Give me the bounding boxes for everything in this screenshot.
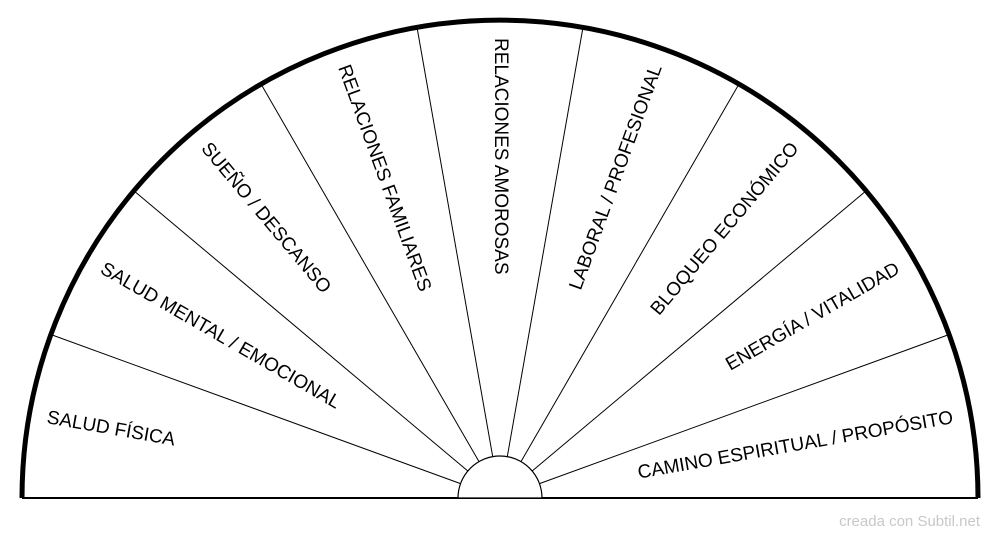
sector-divider-line: [416, 27, 494, 457]
sector-divider-line: [531, 190, 867, 472]
sector-label: LABORAL / PROFESIONAL: [566, 62, 667, 293]
inner-circle-arc: [457, 455, 543, 499]
sector-divider-line: [260, 83, 480, 462]
outer-arc: [19, 17, 981, 499]
sector-label: CAMINO ESPIRITUAL / PROPÓSITO: [636, 406, 955, 483]
sector-label: RELACIONES FAMILIARES: [333, 62, 435, 294]
sector-divider-line: [520, 83, 740, 462]
sector-label: BLOQUEO ECONÓMICO: [646, 138, 803, 320]
sector-divider-line: [133, 190, 469, 472]
sector-label: SUEÑO / DESCANSO: [197, 138, 336, 298]
credit-text: creada con Subtil.net: [839, 513, 980, 530]
sector-label: SALUD FÍSICA: [45, 407, 177, 450]
sector-divider-line: [506, 27, 584, 457]
sector-label: ENERGÍA / VITALIDAD: [722, 258, 903, 375]
sector-divider-line: [539, 334, 950, 485]
sector-divider-line: [50, 334, 461, 485]
sector-divider-lines: [50, 27, 950, 485]
sector-label: RELACIONES AMOROSAS: [490, 38, 511, 275]
